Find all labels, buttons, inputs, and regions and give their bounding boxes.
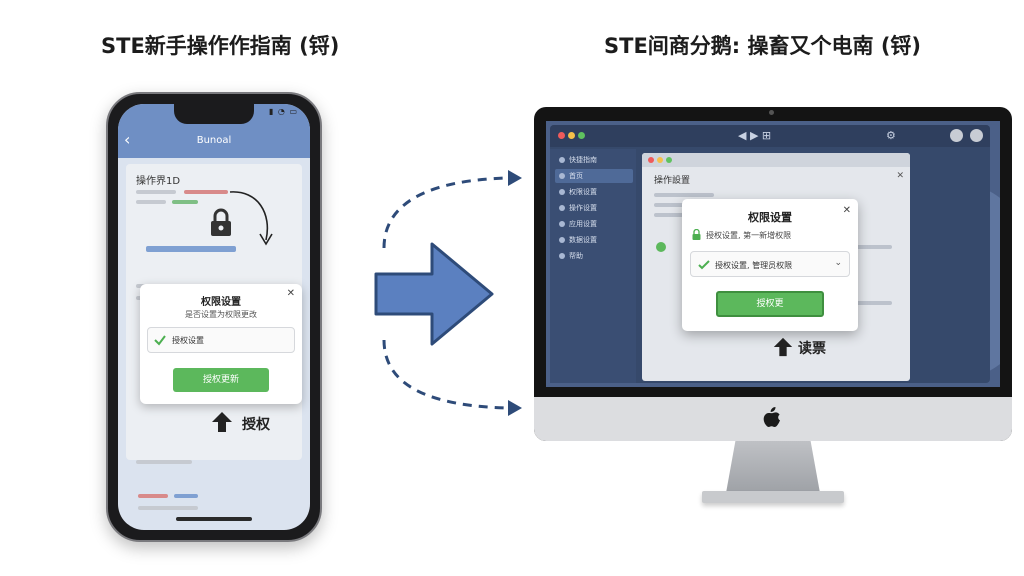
text-line	[138, 506, 198, 510]
text-line	[136, 460, 192, 464]
sidebar-item-icon	[559, 205, 565, 211]
curved-arrow-icon	[229, 191, 273, 246]
sidebar-item[interactable]: 操作设置	[555, 201, 633, 215]
permission-dialog-mobile: ✕ 权限设置 是否设置为权限更改 授权设置 授权更新	[140, 284, 302, 404]
home-indicator[interactable]	[176, 517, 252, 521]
close-window-button[interactable]	[648, 157, 654, 163]
text-line	[852, 245, 892, 249]
text-line	[174, 494, 198, 498]
sidebar-item-label: 帮助	[569, 252, 583, 260]
dialog-description: 是否设置为权限更改	[185, 310, 257, 319]
upload-label-mobile: 授权	[242, 417, 270, 433]
dialog-title: 权限设置	[201, 297, 241, 308]
dialog-description: 授权设置, 第一新增权限	[706, 231, 792, 240]
text-line	[654, 193, 714, 197]
settings-window-titlebar	[642, 153, 910, 167]
apple-logo-icon	[763, 407, 780, 427]
phone-notch	[174, 104, 254, 124]
sidebar-item[interactable]: 应用设置	[555, 217, 633, 231]
text-line	[852, 301, 892, 305]
text-line	[136, 190, 176, 194]
upload-arrow-icon	[773, 337, 793, 357]
imac-stand-neck	[726, 441, 820, 493]
avatar[interactable]	[950, 129, 963, 142]
sidebar-item-icon	[559, 221, 565, 227]
sidebar-item-label: 数据设置	[569, 236, 597, 244]
sidebar-item-icon	[559, 253, 565, 259]
permission-option[interactable]: 授权设置	[147, 327, 295, 353]
text-line	[138, 494, 168, 498]
status-icons: ▮ ◔ ▭	[268, 107, 298, 116]
sidebar-item-icon	[559, 173, 565, 179]
sidebar-item[interactable]: 首页	[555, 169, 633, 183]
sidebar-item[interactable]: 帮助	[555, 249, 633, 263]
permission-dialog-desktop: ✕ 权限设置 授权设置, 第一新增权限 授权设置, 管理员权限 ⌄ 授	[682, 199, 858, 331]
close-icon[interactable]: ✕	[842, 205, 851, 216]
authorize-button-mobile[interactable]: 授权更新	[173, 368, 269, 392]
imac-stand-foot	[702, 491, 844, 503]
check-arrow-icon	[154, 335, 166, 346]
smartphone-mockup: ‹ Bunoal ▮ ◔ ▭ 操作界1D	[106, 92, 322, 542]
close-icon[interactable]: ✕	[896, 171, 904, 181]
settings-heading: 操作設置	[654, 176, 691, 186]
upload-arrow-icon	[212, 412, 232, 432]
phone-nav-title: Bunoal	[196, 135, 232, 146]
minimize-window-button[interactable]	[568, 132, 575, 139]
permission-select[interactable]: 授权设置, 管理员权限 ⌄	[690, 251, 850, 277]
sidebar-item-icon	[559, 189, 565, 195]
status-dot	[656, 242, 666, 252]
text-line	[146, 246, 236, 252]
dialog-title: 权限设置	[748, 211, 792, 224]
check-arrow-icon	[698, 260, 710, 270]
text-line	[136, 200, 166, 204]
maximize-window-button[interactable]	[578, 132, 585, 139]
minimize-window-button[interactable]	[657, 157, 663, 163]
desktop-screen: ◀ ▶ ⊞ ⚙ 快捷指南 首页 权限设置 操作设置 应用设置 数据设置 帮助	[546, 121, 1000, 387]
close-window-button[interactable]	[558, 132, 565, 139]
text-line	[654, 203, 704, 207]
lock-icon	[211, 208, 231, 236]
lock-icon	[692, 229, 701, 240]
phone-section-label: 操作界1D	[136, 176, 181, 187]
permission-option-label: 授权设置	[172, 336, 204, 345]
avatar[interactable]	[970, 129, 983, 142]
sidebar-item[interactable]: 权限设置	[555, 185, 633, 199]
close-icon[interactable]: ✕	[286, 288, 295, 299]
app-window: ◀ ▶ ⊞ ⚙ 快捷指南 首页 权限设置 操作设置 应用设置 数据设置 帮助	[550, 125, 990, 383]
back-chevron-icon[interactable]: ‹	[124, 130, 131, 149]
sidebar-item-label: 权限设置	[569, 188, 597, 196]
sidebar-item-label: 首页	[569, 172, 583, 180]
text-line	[172, 200, 198, 204]
camera-dot	[769, 110, 774, 115]
toolbar-icons[interactable]: ◀ ▶ ⊞	[738, 129, 772, 142]
upload-label-desktop: 读票	[798, 341, 826, 357]
sidebar-item-label: 操作设置	[569, 204, 597, 212]
settings-icon[interactable]: ⚙	[886, 129, 896, 142]
phone-content-panel: 操作界1D ✕	[126, 164, 302, 464]
sidebar-item[interactable]: 快捷指南	[555, 153, 633, 167]
text-line	[654, 213, 694, 217]
mobile-guide-heading: STE新手操作作指南 (锊)	[101, 34, 340, 58]
sidebar: 快捷指南 首页 权限设置 操作设置 应用设置 数据设置 帮助	[550, 149, 636, 383]
maximize-window-button[interactable]	[666, 157, 672, 163]
sidebar-item-label: 快捷指南	[569, 156, 597, 164]
text-line	[184, 190, 228, 194]
phone-screen: ‹ Bunoal ▮ ◔ ▭ 操作界1D	[118, 104, 310, 530]
authorize-button-desktop[interactable]: 授权更	[716, 291, 824, 317]
imac-mockup: ◀ ▶ ⊞ ⚙ 快捷指南 首页 权限设置 操作设置 应用设置 数据设置 帮助	[534, 107, 1012, 441]
chevron-down-icon[interactable]: ⌄	[834, 258, 842, 268]
sidebar-item-label: 应用设置	[569, 220, 597, 228]
app-titlebar: ◀ ▶ ⊞ ⚙	[550, 125, 990, 147]
transfer-arrow-icon	[374, 170, 522, 416]
sidebar-item-icon	[559, 237, 565, 243]
imac-chin	[534, 397, 1012, 441]
sidebar-item-icon	[559, 157, 565, 163]
permission-select-value: 授权设置, 管理员权限	[715, 261, 793, 270]
desktop-guide-heading: STE间商分鹅: 操畜又个电南 (锊)	[604, 34, 922, 58]
sidebar-item[interactable]: 数据设置	[555, 233, 633, 247]
